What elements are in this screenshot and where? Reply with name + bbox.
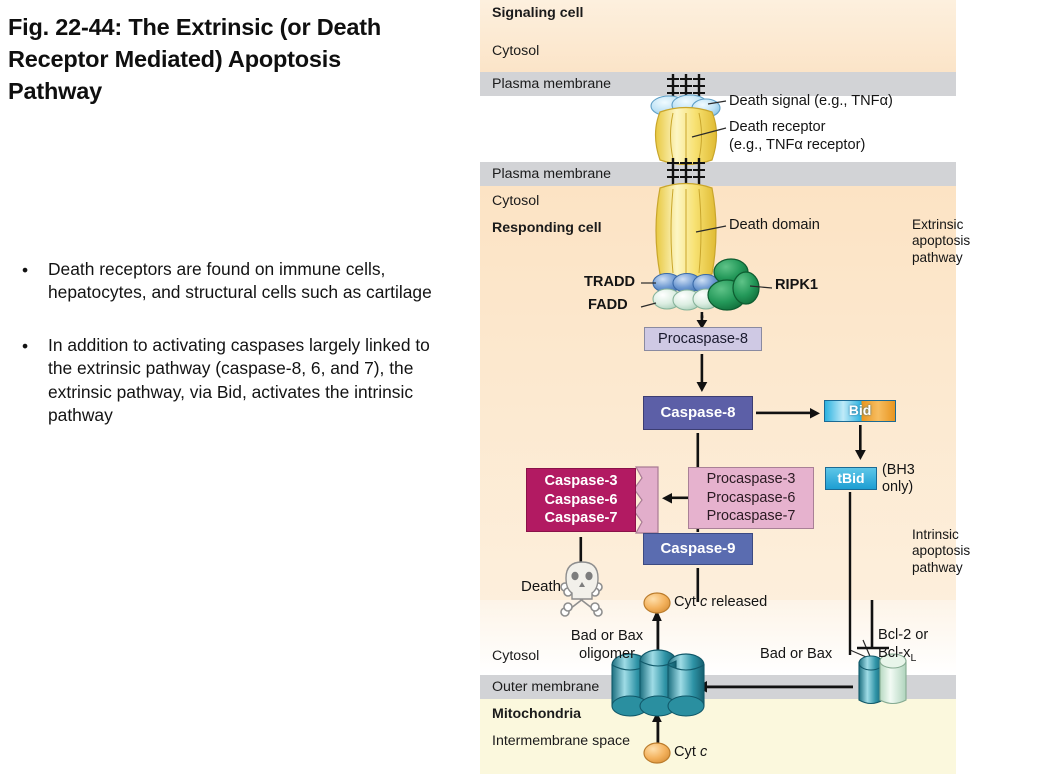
band-plasma-membrane-2 [480,162,956,186]
active-caspase-6: Caspase-6 [544,491,618,508]
bullet-glyph: • [22,336,29,357]
node-bid[interactable]: Bid [824,400,896,422]
bullet-glyph: • [22,260,29,281]
bclxl-subscript: L [910,651,917,664]
label-cyt-c-released: Cyt c released [674,594,768,610]
list-item-text: Death receptors are found on immune cell… [48,259,432,303]
label-cytosol-responding: Cytosol [492,193,540,209]
annotation-death-domain: Death domain [729,217,820,233]
procaspase-6: Procaspase-6 [706,489,796,506]
annotation-fadd: FADD [588,297,628,313]
node-tbid[interactable]: tBid [825,467,877,490]
label-bh3-only: (BH3 only) [882,462,915,495]
annotation-death-receptor: Death receptor (e.g., TNFα receptor) [729,119,866,153]
label-outer-membrane: Outer membrane [492,679,600,695]
caption-intrinsic-pathway: Intrinsic apoptosis pathway [912,527,971,575]
annotation-bad-or-bax-oligomer: Bad or Bax oligomer [570,628,644,662]
label-cytosol-bottom: Cytosol [492,648,540,664]
label-signaling-cell: Signaling cell [492,5,584,21]
label-mitochondria: Mitochondria [492,706,582,722]
annotation-bad-or-bax: Bad or Bax [760,646,833,662]
slide-text-column: Fig. 22-44: The Extrinsic (or Death Rece… [0,0,470,774]
node-procaspase-8[interactable]: Procaspase-8 [644,327,762,351]
label-cyt-c: Cyt c [674,744,708,760]
node-active-caspases[interactable]: Caspase-3 Caspase-6 Caspase-7 [526,468,636,532]
node-caspase-9[interactable]: Caspase-9 [643,533,753,565]
annotation-tradd: TRADD [584,274,636,290]
annotation-ripk1: RIPK1 [775,277,818,293]
annotation-bcl2-or-bclxl: Bcl-2 or Bcl-xL [878,627,929,664]
procaspase-7: Procaspase-7 [706,508,796,525]
active-caspase-7: Caspase-7 [544,510,618,527]
band-plasma-membrane-1 [480,72,956,96]
list-item: • In addition to activating caspases lar… [10,334,450,427]
label-death: Death [521,578,562,595]
bullet-list: • Death receptors are found on immune ce… [10,258,450,457]
label-responding-cell: Responding cell [492,220,602,236]
label-intermembrane-space: Intermembrane space [492,733,631,749]
apoptosis-pathway-figure: Signaling cell Cytosol Plasma membrane P… [480,0,970,774]
active-caspase-3: Caspase-3 [544,472,618,489]
list-item-text: In addition to activating caspases large… [48,335,430,425]
procaspase-3: Procaspase-3 [706,471,796,488]
band-signaling-cytosol [480,0,956,72]
caption-extrinsic-pathway: Extrinsic apoptosis pathway [912,217,971,265]
page-title: Fig. 22-44: The Extrinsic (or Death Rece… [8,14,382,104]
node-caspase-8[interactable]: Caspase-8 [643,396,753,430]
label-plasma-membrane-1: Plasma membrane [492,76,612,92]
list-item: • Death receptors are found on immune ce… [10,258,450,304]
band-mitochondria [480,699,956,774]
label-plasma-membrane-2: Plasma membrane [492,166,612,182]
node-procaspases[interactable]: Procaspase-3 Procaspase-6 Procaspase-7 [688,467,814,529]
annotation-death-signal: Death signal (e.g., TNFα) [729,93,893,109]
label-cytosol-top: Cytosol [492,43,540,59]
